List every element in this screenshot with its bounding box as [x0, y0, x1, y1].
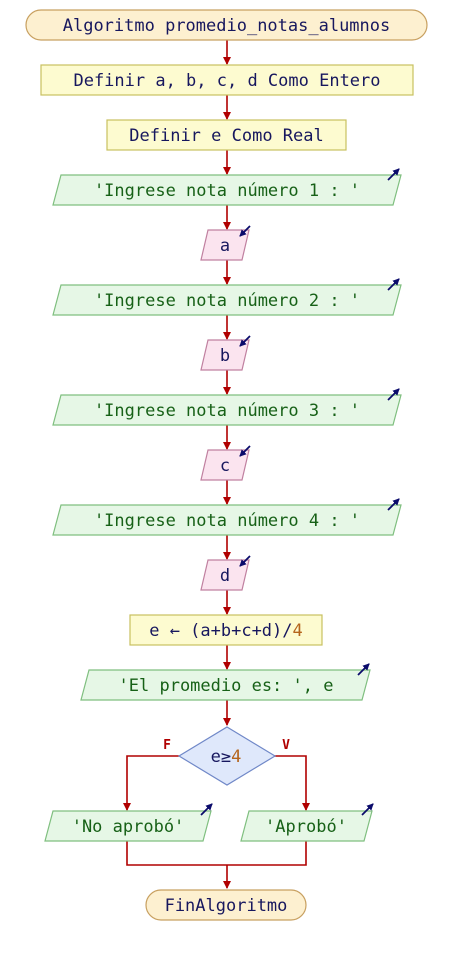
output-arrow-icon [361, 803, 374, 816]
input-read-c: c [200, 445, 251, 481]
output-prompt-4: 'Ingrese nota número 4 : ' [52, 498, 402, 536]
average-label: 'El promedio es: ', e [119, 676, 334, 696]
start-terminal: Algoritmo promedio_notas_alumnos [25, 9, 428, 41]
input-arrow-icon [239, 335, 251, 347]
output-average: 'El promedio es: ', e [80, 663, 371, 701]
output-arrow-icon [387, 498, 400, 511]
decision-node: e≥4 F V [163, 726, 290, 786]
input-arrow-icon [239, 555, 251, 567]
define-real-process: Definir e Como Real [106, 119, 347, 151]
start-label: Algoritmo promedio_notas_alumnos [63, 16, 391, 36]
define-real-label: Definir e Como Real [129, 126, 323, 146]
true-branch-label: V [282, 738, 290, 753]
input-arrow-icon [239, 225, 251, 237]
output-prompt-3: 'Ingrese nota número 3 : ' [52, 388, 402, 426]
output-arrow-icon [357, 663, 370, 676]
assignment-label: e ← (a+b+c+d)/4 [149, 621, 303, 641]
output-arrow-icon [200, 803, 213, 816]
output-arrow-icon [387, 168, 400, 181]
define-integers-label: Definir a, b, c, d Como Entero [73, 71, 380, 91]
read-a-label: a [220, 236, 230, 256]
end-terminal: FinAlgoritmo [145, 889, 307, 921]
output-arrow-icon [387, 278, 400, 291]
output-prompt-1: 'Ingrese nota número 1 : ' [52, 168, 402, 206]
prompt-3-label: 'Ingrese nota número 3 : ' [94, 401, 360, 421]
assignment-process: e ← (a+b+c+d)/4 [129, 614, 323, 646]
connectors [123, 40, 310, 889]
read-d-label: d [220, 566, 230, 586]
prompt-2-label: 'Ingrese nota número 2 : ' [94, 291, 360, 311]
input-read-b: b [200, 335, 251, 371]
input-read-a: a [200, 225, 251, 261]
pass-label: 'Aprobó' [265, 817, 347, 837]
end-label: FinAlgoritmo [165, 896, 288, 916]
prompt-1-label: 'Ingrese nota número 1 : ' [94, 181, 360, 201]
false-branch-label: F [163, 738, 171, 753]
output-pass: 'Aprobó' [240, 803, 374, 842]
fail-label: 'No aprobó' [72, 817, 185, 837]
input-arrow-icon [239, 445, 251, 457]
define-integers-process: Definir a, b, c, d Como Entero [40, 64, 414, 96]
output-arrow-icon [387, 388, 400, 401]
decision-label: e≥4 [211, 747, 242, 767]
read-c-label: c [220, 456, 230, 476]
output-prompt-2: 'Ingrese nota número 2 : ' [52, 278, 402, 316]
input-read-d: d [200, 555, 251, 591]
output-fail: 'No aprobó' [44, 803, 213, 842]
prompt-4-label: 'Ingrese nota número 4 : ' [94, 511, 360, 531]
read-b-label: b [220, 346, 230, 366]
